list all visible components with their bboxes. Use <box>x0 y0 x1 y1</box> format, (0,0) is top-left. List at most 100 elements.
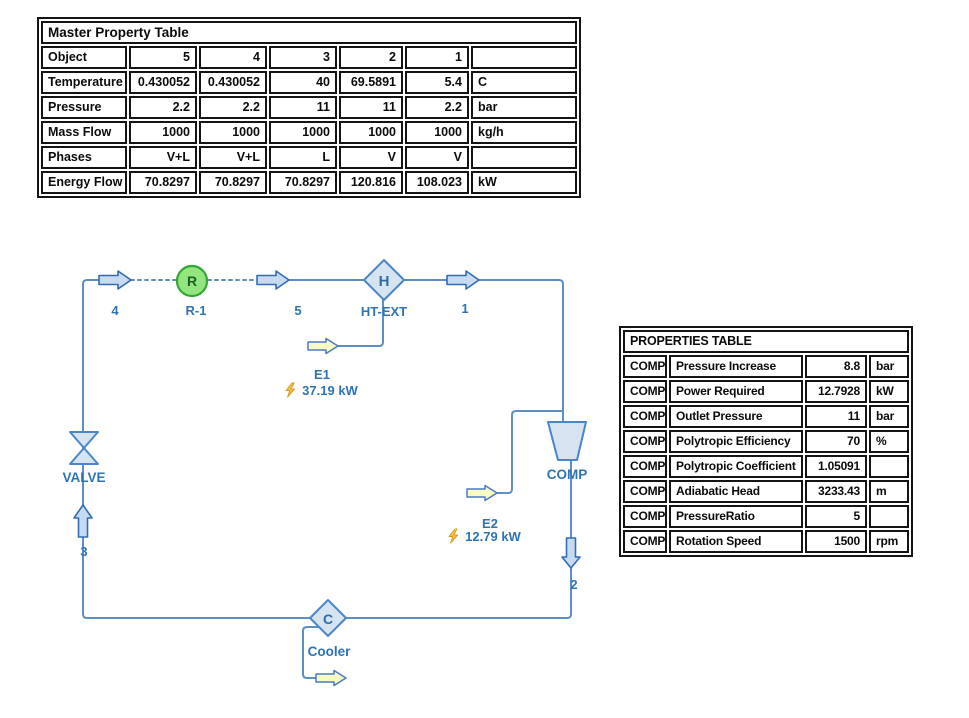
compressor-block[interactable] <box>547 421 587 461</box>
table-row: COMP Polytropic Efficiency 70 % <box>623 430 910 453</box>
stream-4-arrow[interactable] <box>98 270 132 290</box>
stream-5-label: 5 <box>294 303 301 318</box>
table-row: COMP Pressure Increase 8.8 bar <box>623 355 910 378</box>
property-cell: PressureRatio <box>669 505 803 528</box>
e1-value: 37.19 kW <box>302 383 358 398</box>
unit-cell <box>471 146 578 169</box>
property-cell: Adiabatic Head <box>669 480 803 503</box>
stream-1-label: 1 <box>461 301 468 316</box>
valve-label: VALVE <box>62 470 105 485</box>
stream-3-label: 3 <box>80 544 87 559</box>
cooler-symbol: C <box>323 611 333 627</box>
table-row: Mass Flow 1000 1000 1000 1000 1000 kg/h <box>41 121 578 144</box>
unit-cell: kW <box>471 171 578 194</box>
unit-cell: C <box>471 71 578 94</box>
cell: V+L <box>199 146 267 169</box>
unit-cell: % <box>869 430 910 453</box>
row-label: Mass Flow <box>41 121 127 144</box>
e1-energy-arrow[interactable] <box>307 337 339 355</box>
stream-2-label: 2 <box>570 577 577 592</box>
heater-label: HT-EXT <box>361 304 407 319</box>
unit-cell <box>869 505 910 528</box>
master-property-table: Master Property Table Object 5 4 3 2 1 T… <box>37 17 582 198</box>
cell: 70.8297 <box>129 171 197 194</box>
stream-3-arrow[interactable] <box>73 504 93 538</box>
compressor-label: COMP <box>547 467 588 482</box>
e2-label: E2 <box>482 516 498 531</box>
table-row: Energy Flow 70.8297 70.8297 70.8297 120.… <box>41 171 578 194</box>
stream-5-arrow[interactable] <box>256 270 290 290</box>
table-row: COMP Outlet Pressure 11 bar <box>623 405 910 428</box>
recycle-block[interactable]: R <box>175 264 209 298</box>
object-cell: COMP <box>623 530 667 553</box>
cell: 1000 <box>339 121 403 144</box>
cell: 2.2 <box>199 96 267 119</box>
cell: 70.8297 <box>199 171 267 194</box>
stream-4-label: 4 <box>111 303 119 318</box>
property-cell: Polytropic Efficiency <box>669 430 803 453</box>
table-row: Pressure 2.2 2.2 11 11 2.2 bar <box>41 96 578 119</box>
cell: 0.430052 <box>199 71 267 94</box>
cell: 70.8297 <box>269 171 337 194</box>
cell: 2 <box>339 46 403 69</box>
cell: 5 <box>129 46 197 69</box>
table-row: Phases V+L V+L L V V <box>41 146 578 169</box>
value-cell: 12.7928 <box>805 380 867 403</box>
cell: 3 <box>269 46 337 69</box>
cell: 69.5891 <box>339 71 403 94</box>
e2-energy-arrow[interactable] <box>466 484 498 502</box>
property-cell: Pressure Increase <box>669 355 803 378</box>
e2-label-group: E2 12.79 kW <box>448 516 522 544</box>
unit-cell: kW <box>869 380 910 403</box>
lightning-icon <box>448 528 459 544</box>
cooler-label: Cooler <box>308 644 352 659</box>
unit-cell: kg/h <box>471 121 578 144</box>
heater-block[interactable]: H <box>363 259 405 301</box>
cell: 120.816 <box>339 171 403 194</box>
unit-cell: bar <box>869 405 910 428</box>
table-row: COMP Adiabatic Head 3233.43 m <box>623 480 910 503</box>
cell: 1 <box>405 46 469 69</box>
lightning-icon <box>285 382 296 398</box>
row-label: Energy Flow <box>41 171 127 194</box>
cell: V <box>339 146 403 169</box>
cell: 1000 <box>199 121 267 144</box>
value-cell: 1500 <box>805 530 867 553</box>
row-label: Object <box>41 46 127 69</box>
value-cell: 11 <box>805 405 867 428</box>
stream-1-arrow[interactable] <box>446 270 480 290</box>
recycle-label: R-1 <box>186 303 207 318</box>
object-cell: COMP <box>623 480 667 503</box>
cell: 11 <box>339 96 403 119</box>
object-cell: COMP <box>623 505 667 528</box>
unit-cell <box>471 46 578 69</box>
properties-table: PROPERTIES TABLE COMP Pressure Increase … <box>619 326 914 557</box>
e2-energy-line <box>496 410 563 494</box>
cell: 1000 <box>405 121 469 144</box>
cooler-energy-arrow[interactable] <box>315 669 347 687</box>
cell: 5.4 <box>405 71 469 94</box>
object-cell: COMP <box>623 430 667 453</box>
table-row: Object 5 4 3 2 1 <box>41 46 578 69</box>
master-table-title: Master Property Table <box>41 21 578 44</box>
main-loop-line <box>82 279 572 619</box>
cell: L <box>269 146 337 169</box>
e2-value: 12.79 kW <box>465 529 521 544</box>
table-row: COMP Power Required 12.7928 kW <box>623 380 910 403</box>
cell: 1000 <box>129 121 197 144</box>
table-row: Temperature 0.430052 0.430052 40 69.5891… <box>41 71 578 94</box>
cell: 11 <box>269 96 337 119</box>
valve-block[interactable] <box>69 431 99 465</box>
row-label: Pressure <box>41 96 127 119</box>
unit-cell <box>869 455 910 478</box>
table-row: COMP Rotation Speed 1500 rpm <box>623 530 910 553</box>
cell: 4 <box>199 46 267 69</box>
property-cell: Power Required <box>669 380 803 403</box>
row-label: Phases <box>41 146 127 169</box>
object-cell: COMP <box>623 380 667 403</box>
cooler-block[interactable]: C <box>309 599 347 637</box>
stream-2-arrow[interactable] <box>561 537 581 569</box>
value-cell: 70 <box>805 430 867 453</box>
recycle-symbol: R <box>187 273 197 289</box>
cell: 40 <box>269 71 337 94</box>
